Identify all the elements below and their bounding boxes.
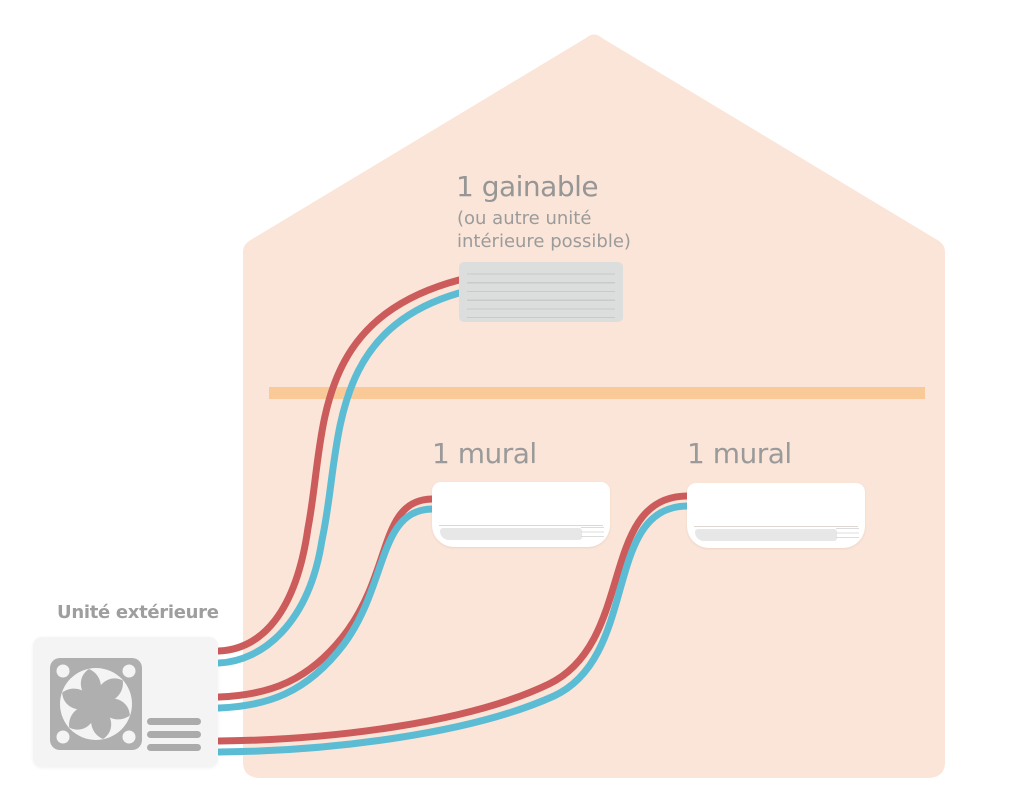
outdoor-unit-label: Unité extérieure [57,602,219,623]
outdoor-unit [33,637,218,767]
gainable-sublabel-line2: intérieure possible) [457,231,631,252]
fan-icon [50,658,142,750]
mural-1-label: 1 mural [432,437,537,470]
grill-lines-icon [836,528,859,538]
mural-unit-2 [687,483,865,548]
grill-lines-icon [147,718,201,765]
gainable-sublabel: (ou autre unité intérieure possible) [457,207,631,253]
mural-unit-vent [695,529,837,541]
gainable-unit [459,262,623,322]
pipe-hot-to-mural-1 [215,495,436,701]
grill-lines-icon [581,527,604,537]
gainable-label: 1 gainable [456,170,599,203]
pipe-cold-to-mural-1 [215,505,436,712]
gainable-unit-slats [467,266,615,319]
floor-divider-line [269,387,925,399]
pipe-hot-to-gainable [215,276,463,655]
gainable-sublabel-line1: (ou autre unité [457,208,592,229]
pipe-cold-to-gainable [215,289,463,667]
pipe-hot-to-mural-2 [215,492,691,745]
mural-unit-vent [440,528,582,540]
mural-unit-seam [694,526,858,527]
mural-unit-seam [439,525,603,526]
mural-2-label: 1 mural [687,437,792,470]
pipe-cold-to-mural-2 [215,502,691,756]
mural-unit-1 [432,482,610,547]
house-silhouette [243,34,945,778]
